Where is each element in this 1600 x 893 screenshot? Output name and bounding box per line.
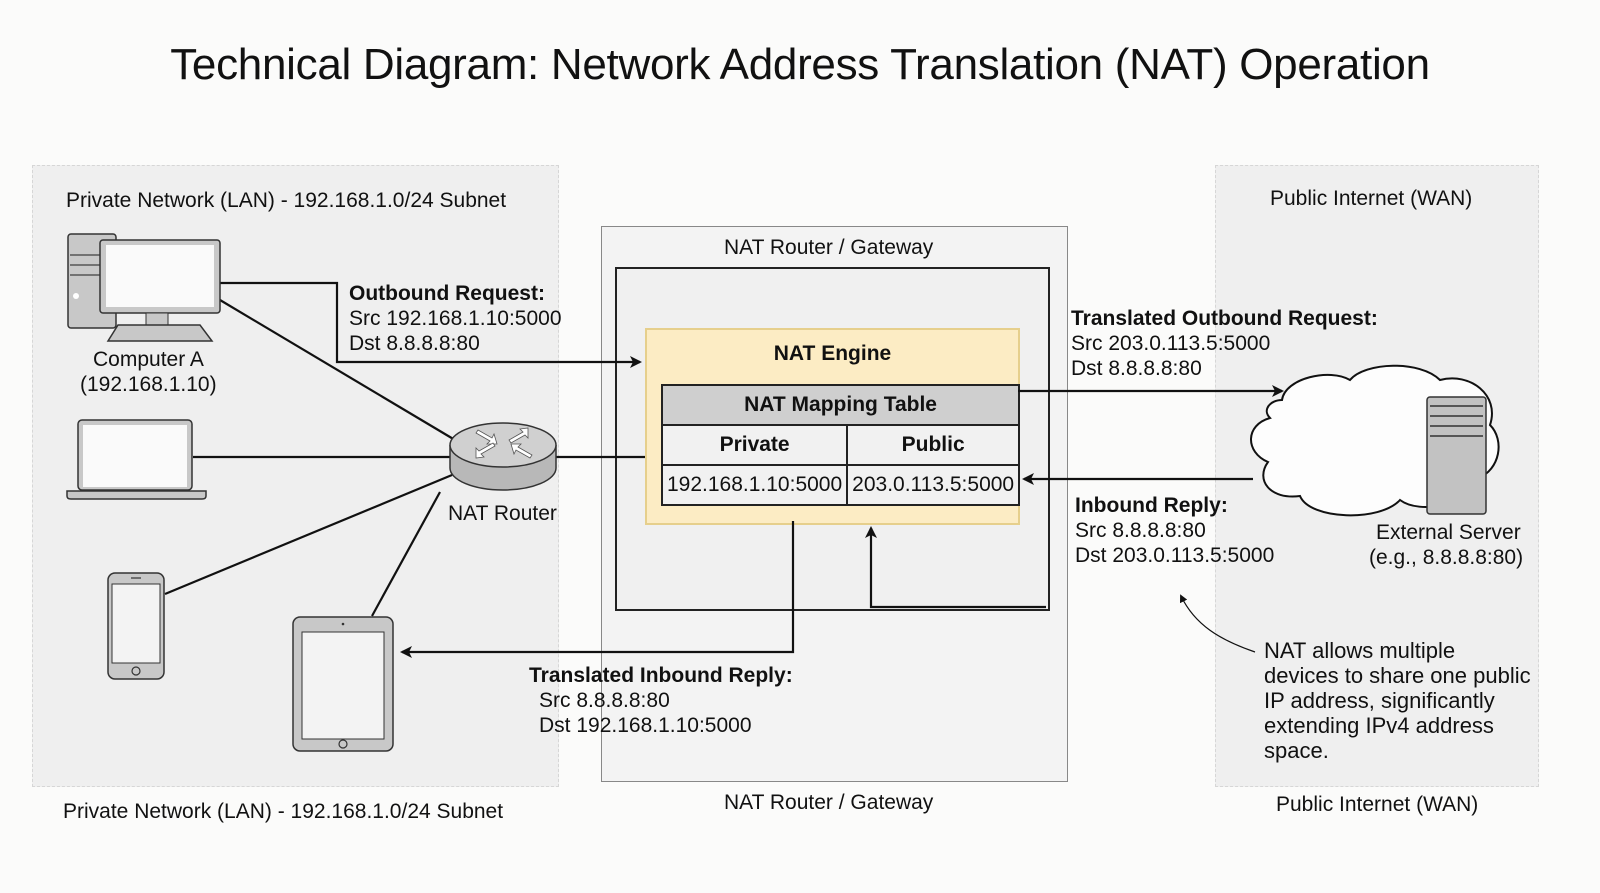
router-label: NAT Router bbox=[448, 502, 557, 525]
table-row: 192.168.1.10:5000 203.0.113.5:5000 bbox=[660, 464, 1021, 506]
translated-outbound-dst: Dst 8.8.8.8:80 bbox=[1071, 357, 1202, 380]
column-header-private: Private bbox=[660, 424, 849, 466]
computer-a-ip: (192.168.1.10) bbox=[80, 373, 217, 396]
arrow-inbound-loop bbox=[865, 526, 1046, 609]
arrow-translated-inbound bbox=[400, 521, 795, 658]
note-line: NAT allows multiple bbox=[1264, 638, 1456, 663]
translated-inbound-title: Translated Inbound Reply: bbox=[529, 664, 793, 687]
note-line: IP address, significantly bbox=[1264, 688, 1495, 713]
link-tablet-router bbox=[371, 491, 441, 617]
note-line: devices to share one public bbox=[1264, 663, 1531, 688]
note-line: extending IPv4 address bbox=[1264, 713, 1494, 738]
note-line: space. bbox=[1264, 738, 1329, 763]
gateway-label-top: NAT Router / Gateway bbox=[724, 236, 934, 259]
link-phone-router bbox=[164, 473, 453, 596]
wan-label-bottom: Public Internet (WAN) bbox=[1276, 793, 1479, 816]
table-title: NAT Mapping Table bbox=[660, 384, 1021, 426]
translated-outbound-label: Translated Outbound Request: Src 203.0.1… bbox=[1071, 306, 1378, 381]
laptop-icon bbox=[66, 419, 207, 500]
translated-outbound-src: Src 203.0.113.5:5000 bbox=[1071, 332, 1271, 355]
note-pointer bbox=[1180, 594, 1256, 653]
translated-inbound-label: Translated Inbound Reply: Src 8.8.8.8:80… bbox=[529, 663, 793, 738]
outbound-src: Src 192.168.1.10:5000 bbox=[349, 307, 562, 330]
server-ip: (e.g., 8.8.8.8:80) bbox=[1369, 546, 1524, 569]
link-computer-router bbox=[219, 299, 456, 441]
tablet-icon bbox=[292, 616, 394, 752]
inbound-label: Inbound Reply: Src 8.8.8.8:80 Dst 203.0.… bbox=[1075, 493, 1274, 568]
column-header-public: Public bbox=[846, 424, 1021, 466]
lan-label-top: Private Network (LAN) - 192.168.1.0/24 S… bbox=[66, 189, 507, 212]
nat-engine-title: NAT Engine bbox=[773, 342, 892, 365]
arrow-outbound bbox=[220, 281, 642, 368]
inbound-src: Src 8.8.8.8:80 bbox=[1075, 519, 1206, 542]
lan-label-bottom: Private Network (LAN) - 192.168.1.0/24 S… bbox=[63, 800, 504, 823]
nat-note: NAT allows multiple devices to share one… bbox=[1264, 638, 1531, 763]
router-icon bbox=[449, 422, 557, 491]
smartphone-icon bbox=[107, 572, 165, 680]
wan-label-top: Public Internet (WAN) bbox=[1270, 187, 1473, 210]
translated-inbound-dst: Dst 192.168.1.10:5000 bbox=[539, 714, 752, 737]
server-icon bbox=[1426, 396, 1487, 515]
cell-public: 203.0.113.5:5000 bbox=[846, 464, 1021, 506]
nat-engine: NAT Engine NAT Mapping Table Private Pub… bbox=[645, 328, 1021, 525]
inbound-title: Inbound Reply: bbox=[1075, 494, 1228, 517]
outbound-label: Outbound Request: Src 192.168.1.10:5000 … bbox=[349, 281, 562, 356]
inbound-dst: Dst 203.0.113.5:5000 bbox=[1075, 544, 1275, 567]
translated-inbound-src: Src 8.8.8.8:80 bbox=[539, 689, 670, 712]
gateway-label-bottom: NAT Router / Gateway bbox=[724, 791, 934, 814]
cell-private: 192.168.1.10:5000 bbox=[660, 464, 849, 506]
outbound-title: Outbound Request: bbox=[349, 282, 545, 305]
translated-outbound-title: Translated Outbound Request: bbox=[1071, 307, 1378, 330]
outbound-dst: Dst 8.8.8.8:80 bbox=[349, 332, 480, 355]
diagram-title: Technical Diagram: Network Address Trans… bbox=[170, 40, 1430, 89]
desktop-computer-icon bbox=[67, 233, 221, 342]
computer-a-name: Computer A bbox=[93, 348, 204, 371]
server-name: External Server bbox=[1376, 521, 1521, 544]
nat-mapping-table: NAT Mapping Table Private Public 192.168… bbox=[660, 384, 1021, 506]
